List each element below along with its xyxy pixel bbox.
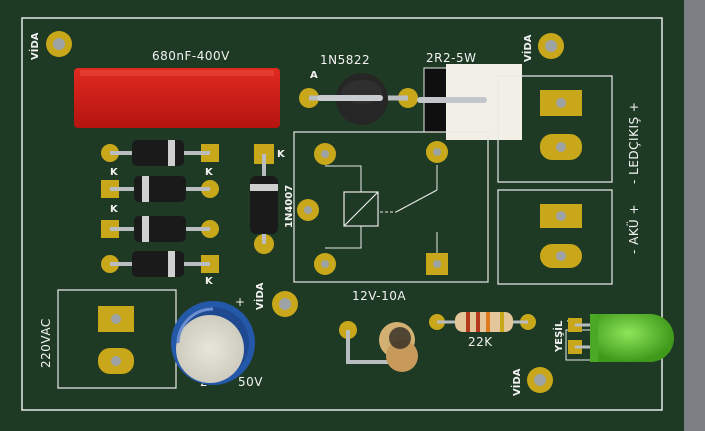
electrolytic-capacitor xyxy=(171,301,255,385)
anode-label: A xyxy=(310,70,318,81)
bridge-diode-2 xyxy=(101,176,219,202)
bridge-diode-3 xyxy=(101,216,219,242)
ac-input-label: 220VAC xyxy=(39,318,53,368)
bridge-diode-1 xyxy=(101,140,219,166)
bridge-k-label-1: K xyxy=(110,167,119,178)
bridge-k-label-4: K xyxy=(205,276,214,287)
vida-label-middle: VİDA xyxy=(252,282,266,310)
vida-label-top-right: VİDA xyxy=(520,34,534,62)
vida-label-top-left: VİDA xyxy=(27,32,41,60)
mount-hole-top-right xyxy=(538,33,564,59)
film-cap-label: 680nF-400V xyxy=(152,49,230,63)
1n4007-cathode-label: K xyxy=(277,149,286,160)
mount-hole-middle xyxy=(272,291,298,317)
led-green-label: YEŞİL xyxy=(551,320,565,353)
diode-1n4007 xyxy=(250,144,278,254)
led-output-label: - LEDÇIKIŞ + xyxy=(627,102,641,184)
bridge-k-label-3: K xyxy=(110,204,119,215)
vida-label-bottom-right: VİDA xyxy=(509,368,523,396)
bridge-k-label-2: K xyxy=(205,167,214,178)
1n4007-label: 1N4007 xyxy=(284,185,295,228)
resistor-22k-label: 22K xyxy=(468,335,493,349)
power-resistor xyxy=(417,64,522,140)
mount-hole-top-left xyxy=(46,31,72,57)
board-outline xyxy=(21,17,663,411)
schottky-diode xyxy=(299,73,418,125)
schottky-label: 1N5822 xyxy=(320,53,370,67)
ac-input-terminal xyxy=(57,289,177,389)
relay-label: 12V-10A xyxy=(352,289,406,303)
led-output-terminal xyxy=(497,75,613,183)
film-capacitor xyxy=(74,68,280,128)
elec-cap-text-2: 50V xyxy=(238,375,263,389)
battery-label: - AKÜ + xyxy=(625,204,641,254)
power-resistor-label: 2R2-5W xyxy=(426,51,476,65)
bridge-diode-4 xyxy=(101,251,219,277)
green-led xyxy=(565,314,674,362)
small-component-pads xyxy=(339,321,418,372)
relay-footprint xyxy=(293,131,489,283)
elec-cap-plus: + xyxy=(235,295,246,309)
resistor-22k xyxy=(429,312,536,332)
battery-terminal xyxy=(497,189,613,285)
mount-hole-bottom-right xyxy=(527,367,553,393)
